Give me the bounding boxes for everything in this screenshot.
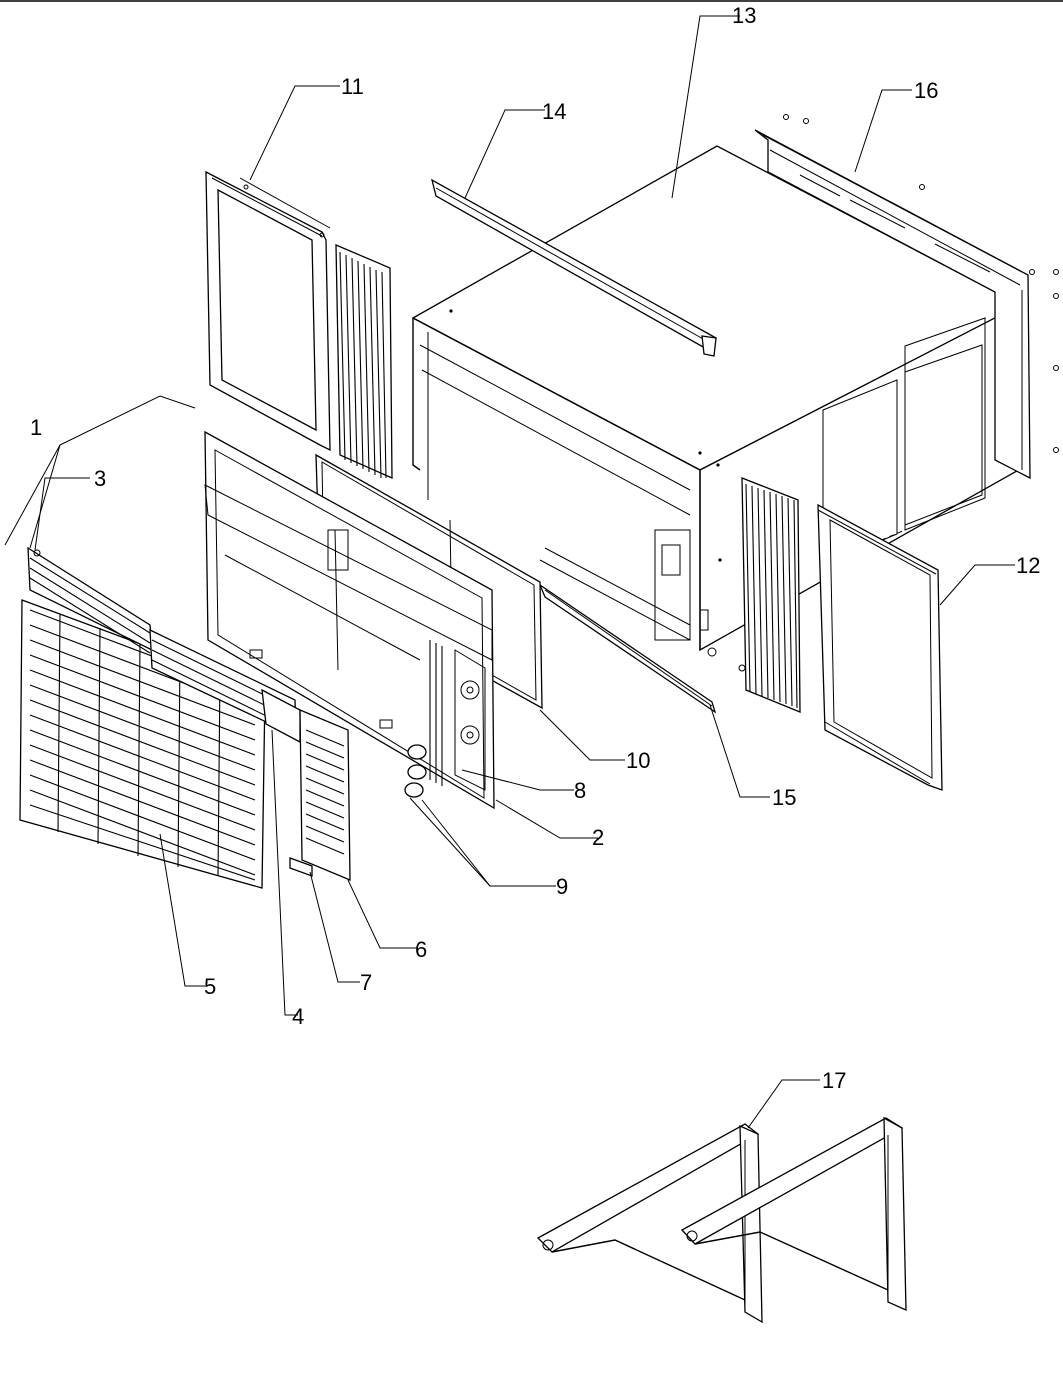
callout-labels: 1 2 3 4 5 6 7 8 9 10 11 12 13 14 15 16 1… (30, 3, 1040, 1093)
part-2-front-frame (204, 430, 495, 810)
callout-9: 9 (556, 874, 568, 899)
part-16-rear-panel (754, 114, 1059, 480)
part-12-accordion (741, 477, 801, 713)
part-7-clip (289, 857, 313, 877)
callout-17: 17 (822, 1068, 846, 1093)
callout-leaders (4, 15, 1015, 1129)
callout-4: 4 (292, 1004, 304, 1029)
callout-13: 13 (732, 3, 756, 28)
part-14-top-rail (431, 178, 717, 357)
callout-15: 15 (772, 785, 796, 810)
callout-7: 7 (360, 970, 372, 995)
callout-5: 5 (204, 974, 216, 999)
part-9-knobs (404, 744, 427, 798)
part-11-left-curtain (205, 170, 331, 452)
callout-2: 2 (592, 825, 604, 850)
part-12-right-curtain (817, 503, 943, 791)
callout-14: 14 (542, 99, 566, 124)
part-17-bracket (536, 1116, 907, 1324)
part-15-bottom-rail (538, 583, 717, 714)
callout-12: 12 (1016, 553, 1040, 578)
part-6-side-louver (299, 709, 351, 881)
callout-3: 3 (94, 466, 106, 491)
callout-8: 8 (574, 778, 586, 803)
callout-6: 6 (415, 937, 427, 962)
part-11-accordion (335, 244, 393, 480)
callout-10: 10 (626, 748, 650, 773)
callout-16: 16 (914, 78, 938, 103)
callout-11: 11 (341, 74, 364, 99)
callout-1: 1 (30, 415, 42, 440)
